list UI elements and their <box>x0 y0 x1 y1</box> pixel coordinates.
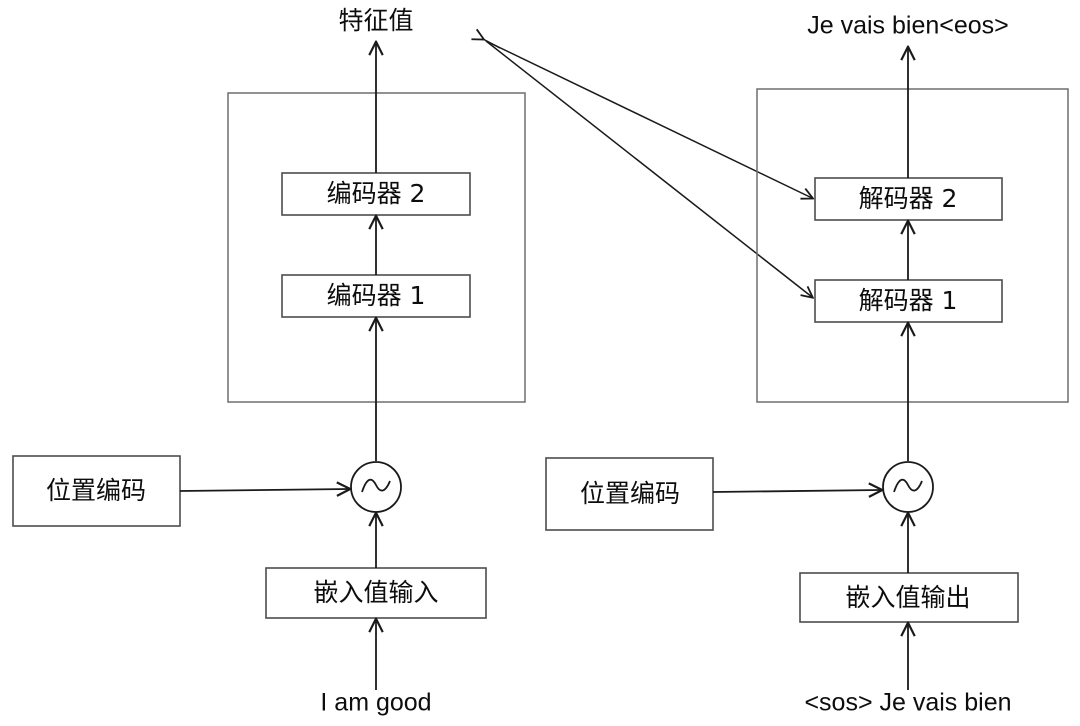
decoder-group-box <box>756 88 1069 403</box>
decoder-2-label: 解码器 2 <box>859 184 958 213</box>
encoder-1-box[interactable] <box>281 274 471 318</box>
decoder-1-box[interactable] <box>814 279 1003 323</box>
positional-add-node-right[interactable] <box>882 461 934 513</box>
embedding-input-box[interactable] <box>265 567 487 619</box>
sine-wave-icon-right <box>893 478 923 493</box>
cross-attention-origin-arrowhead <box>483 39 501 49</box>
decoder-1-label: 解码器 1 <box>859 286 958 315</box>
edge-encoder-output-to-decoder-2 <box>485 40 812 198</box>
positional-encoding-right-box[interactable] <box>545 457 714 531</box>
target-sentence-label: <sos> Je vais bien <box>804 689 1011 717</box>
encoder-2-label: 编码器 2 <box>327 179 426 208</box>
sine-wave-icon-left <box>361 478 391 493</box>
source-sentence-label: I am good <box>320 689 431 717</box>
embedding-input-label: 嵌入值输入 <box>313 578 438 607</box>
positional-encoding-right-label: 位置编码 <box>580 479 680 508</box>
positional-encoding-left-label: 位置编码 <box>46 476 146 505</box>
edge-encoder-output-to-decoder-1 <box>485 40 812 297</box>
positional-add-node-left[interactable] <box>350 461 402 513</box>
edge-positional-encoding-right-to-add-node <box>712 490 881 492</box>
encoder-1-label: 编码器 1 <box>327 281 426 310</box>
decoder-output-label: Je vais bien<eos> <box>807 12 1009 40</box>
embedding-output-label: 嵌入值输出 <box>845 583 970 612</box>
embedding-output-box[interactable] <box>799 572 1019 623</box>
encoder-output-label: 特征值 <box>338 6 413 35</box>
edge-positional-encoding-left-to-add-node <box>179 489 349 491</box>
